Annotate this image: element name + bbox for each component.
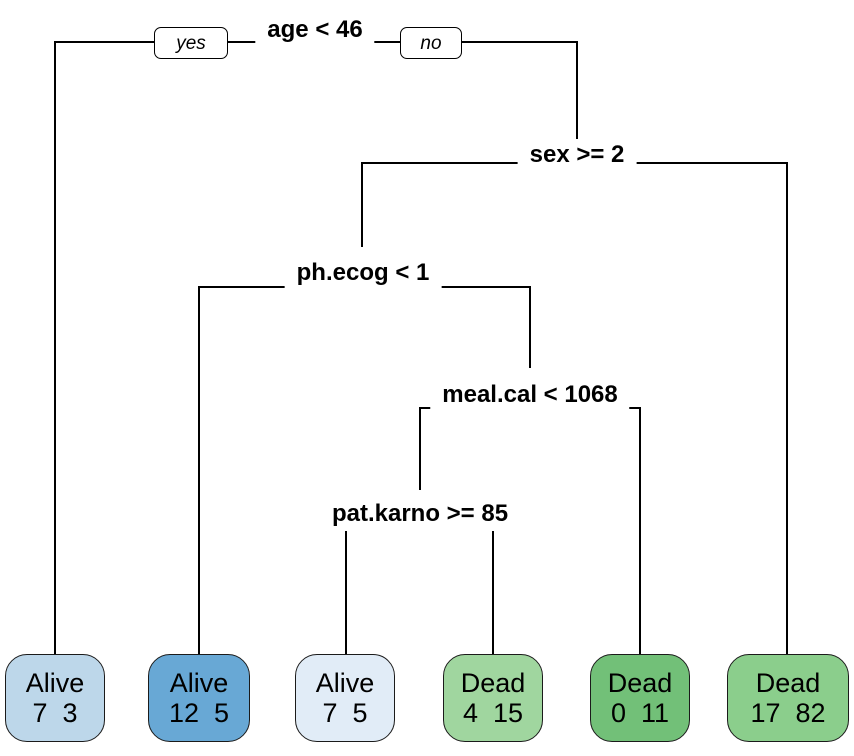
- leaf-class: Dead: [755, 667, 821, 698]
- leaf-counts: 17 82: [750, 698, 826, 728]
- branch-line-root-to-leaf1: [54, 41, 56, 660]
- split-label-ph-ecog: ph.ecog < 1: [284, 257, 442, 290]
- leaf-counts: 7 5: [322, 698, 368, 728]
- branch-line-mealcal-to-patkarno: [419, 407, 421, 490]
- leaf-class: Alive: [169, 667, 229, 698]
- leaf-node-alive-1: Alive 7 3: [5, 654, 105, 742]
- leaf-counts: 7 3: [32, 698, 78, 728]
- split-label-pat-karno: pat.karno >= 85: [319, 498, 521, 531]
- branch-line-sex-to-phecog: [361, 162, 363, 247]
- leaf-class: Alive: [25, 667, 85, 698]
- leaf-node-dead-3: Dead 17 82: [727, 654, 849, 742]
- branch-line-patkarno-to-leaf3: [345, 526, 347, 660]
- leaf-counts: 4 15: [462, 698, 524, 728]
- leaf-node-alive-2: Alive 12 5: [148, 654, 250, 742]
- branch-line-phecog-to-leaf2: [198, 286, 200, 660]
- leaf-counts: 0 11: [610, 698, 670, 728]
- leaf-class: Dead: [607, 667, 673, 698]
- split-label-meal-cal: meal.cal < 1068: [430, 379, 630, 412]
- branch-line-root-to-sex: [576, 41, 578, 145]
- leaf-class: Dead: [460, 667, 526, 698]
- split-label-sex: sex >= 2: [517, 139, 637, 172]
- branch-line-sex-to-leaf6: [786, 162, 788, 660]
- branch-line-phecog-to-mealcal: [529, 286, 531, 368]
- branch-line-patkarno-to-leaf4: [492, 526, 494, 660]
- branch-tag-no: no: [400, 27, 462, 59]
- leaf-class: Alive: [315, 667, 375, 698]
- leaf-node-alive-3: Alive 7 5: [295, 654, 395, 742]
- branch-line-mealcal-to-leaf5: [639, 407, 641, 660]
- leaf-node-dead-1: Dead 4 15: [443, 654, 543, 742]
- split-label-age: age < 46: [255, 14, 375, 47]
- leaf-counts: 12 5: [168, 698, 230, 728]
- leaf-node-dead-2: Dead 0 11: [590, 654, 690, 742]
- branch-tag-yes: yes: [154, 27, 228, 59]
